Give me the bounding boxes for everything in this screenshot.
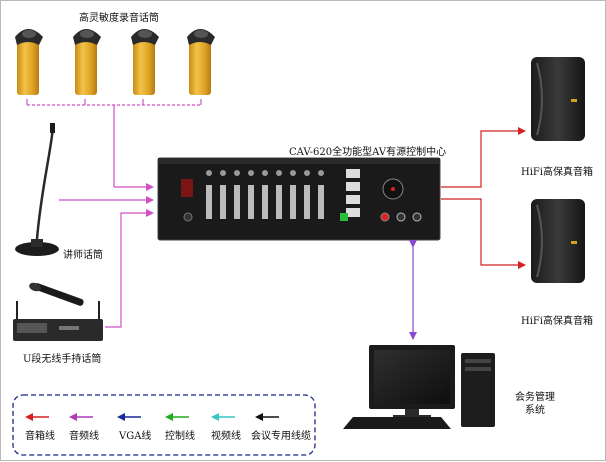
- legend-label-audio: 音频线: [69, 431, 99, 442]
- legend-label-conference: 会议专用线缆: [251, 431, 311, 442]
- boundary-mic-2: [73, 29, 101, 95]
- boundary-mic-1: [15, 29, 43, 95]
- speaker-bottom: [531, 199, 585, 283]
- speaker-bottom-label: HiFi高保真音箱: [521, 316, 594, 327]
- boundary-mic-4: [187, 29, 215, 95]
- pc-label: 会务管理 系统: [515, 392, 555, 416]
- legend-label-control: 控制线: [165, 431, 195, 442]
- wireless-receiver: [13, 282, 103, 341]
- lecturer-mic-label: 讲师话筒: [63, 250, 103, 261]
- mic-array-label: 高灵敏度录音话筒: [79, 13, 159, 24]
- gooseneck-mic: [15, 123, 59, 256]
- legend-box: [12, 394, 316, 456]
- legend-label-video: 视频线: [211, 431, 241, 442]
- wireless-mic-label: U段无线手持话筒: [23, 354, 102, 365]
- controller-unit: [157, 157, 441, 241]
- legend-label-speaker: 音箱线: [25, 431, 55, 442]
- speaker-lines: [441, 127, 526, 269]
- boundary-mic-3: [131, 29, 159, 95]
- speaker-top: [531, 57, 585, 141]
- controller-label: CAV-620全功能型AV有源控制中心: [289, 147, 447, 158]
- mic-array: [15, 29, 215, 95]
- wireless-mic-line: [105, 209, 154, 328]
- speaker-top-label: HiFi高保真音箱: [521, 167, 594, 178]
- mic-audio-bus: [26, 99, 202, 191]
- legend-arrowheads: [25, 413, 263, 421]
- pc-workstation: [343, 345, 495, 429]
- legend-label-vga: VGA线: [119, 431, 152, 442]
